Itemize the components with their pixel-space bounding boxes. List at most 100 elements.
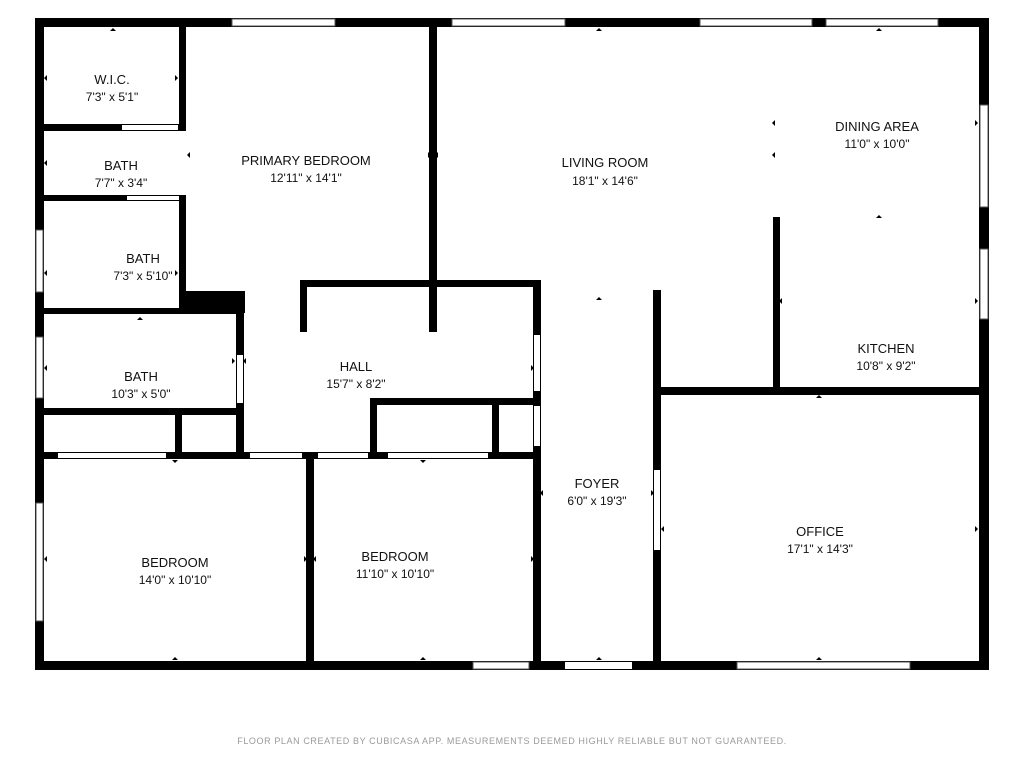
door-opening — [534, 335, 540, 391]
window — [736, 661, 911, 670]
bath3-south-wall — [44, 408, 244, 415]
window — [979, 104, 989, 208]
room-dims-wic: 7'3" x 5'1" — [86, 90, 138, 104]
closet-divider-wall — [175, 408, 182, 458]
room-dims-bedroom: 14'0" x 10'10" — [139, 573, 212, 587]
marker — [44, 365, 47, 371]
bedrooms-divider-wall — [306, 452, 314, 664]
room-label-dining-area: DINING AREA — [835, 119, 919, 134]
wic-east-wall — [179, 27, 186, 131]
room-label-office: OFFICE — [796, 524, 844, 539]
room-dims-hall: 15'7" x 8'2" — [326, 377, 385, 391]
room-label-wic: W.I.C. — [94, 72, 129, 87]
hall-north-wall — [300, 280, 541, 287]
door-opening — [250, 453, 302, 458]
marker — [596, 297, 602, 300]
room-dims-dining-area: 11'0" x 10'0" — [845, 137, 910, 151]
door-opening — [127, 196, 179, 200]
window — [451, 18, 566, 27]
door-openings — [58, 125, 768, 669]
exterior-wall-east — [979, 18, 989, 670]
wall-block — [179, 291, 245, 313]
room-label-bedroom: BEDROOM — [361, 549, 428, 564]
marker — [420, 460, 426, 463]
room-label-hall: HALL — [340, 359, 373, 374]
room-dims-primary-bedroom: 12'11" x 14'1" — [270, 171, 342, 185]
marker — [175, 75, 178, 81]
window — [35, 502, 44, 622]
office-north-wall — [653, 387, 984, 395]
marker — [304, 556, 307, 562]
room-label-primary-bedroom: PRIMARY BEDROOM — [241, 153, 371, 168]
marker — [243, 358, 246, 364]
room-label-kitchen: KITCHEN — [857, 341, 914, 356]
room-labels: W.I.C. 7'3" x 5'1" BATH 7'7" x 3'4" BATH… — [86, 72, 919, 587]
primary-bedroom-east-wall — [429, 27, 437, 332]
windows — [35, 18, 989, 670]
room-label-bath: BATH — [104, 158, 138, 173]
bath-east-wall — [179, 195, 186, 295]
door-opening — [179, 145, 186, 191]
marker — [772, 152, 775, 158]
marker — [175, 270, 178, 276]
marker — [44, 556, 47, 562]
marker — [44, 75, 47, 81]
window — [825, 18, 939, 27]
room-dims-bath: 7'3" x 5'10" — [113, 269, 172, 283]
door-opening — [58, 453, 166, 458]
door-opening — [122, 125, 178, 130]
window — [699, 18, 813, 27]
window — [231, 18, 336, 27]
marker — [540, 490, 543, 496]
room-dims-living-room: 18'1" x 14'6" — [572, 174, 638, 188]
marker — [172, 460, 178, 463]
bath-divider-wall — [44, 195, 184, 201]
marker — [44, 270, 47, 276]
marker — [110, 125, 116, 128]
room-label-bedroom: BEDROOM — [141, 555, 208, 570]
door-opening — [534, 406, 540, 446]
door-opening — [654, 470, 660, 550]
marker — [975, 298, 978, 304]
marker — [172, 657, 178, 660]
door-opening — [388, 453, 488, 458]
room-dims-bedroom: 11'10" x 10'10" — [356, 567, 434, 581]
marker — [110, 28, 116, 31]
marker — [651, 490, 654, 496]
closet-west-wall — [300, 280, 307, 332]
pantry-opening — [672, 291, 768, 296]
window — [35, 336, 44, 399]
window — [35, 229, 44, 293]
marker — [876, 215, 882, 218]
marker — [876, 28, 882, 31]
marker — [772, 120, 775, 126]
marker — [435, 152, 438, 158]
door-markers — [44, 28, 978, 660]
marker — [313, 556, 316, 562]
marker — [531, 556, 534, 562]
room-label-bath: BATH — [126, 251, 160, 266]
marker — [232, 358, 235, 364]
marker — [187, 152, 190, 158]
marker — [975, 120, 978, 126]
room-dims-office: 17'1" x 14'3" — [787, 542, 853, 556]
marker — [661, 526, 664, 532]
foyer-west-wall — [533, 280, 541, 666]
marker — [531, 365, 534, 371]
door-opening — [237, 355, 243, 403]
room-dims-bath: 10'3" x 5'0" — [111, 387, 170, 401]
room-label-living-room: LIVING ROOM — [562, 155, 649, 170]
room-dims-bath: 7'7" x 3'4" — [95, 176, 147, 190]
entry-door-opening — [565, 662, 632, 669]
room-label-foyer: FOYER — [575, 476, 620, 491]
marker — [596, 28, 602, 31]
door-opening — [318, 453, 368, 458]
marker — [137, 317, 143, 320]
marker — [596, 657, 602, 660]
marker — [428, 152, 431, 158]
closet-west-wall-2 — [370, 398, 377, 459]
marker — [420, 657, 426, 660]
closet-north-wall — [370, 398, 541, 405]
closet-opening — [307, 329, 429, 333]
